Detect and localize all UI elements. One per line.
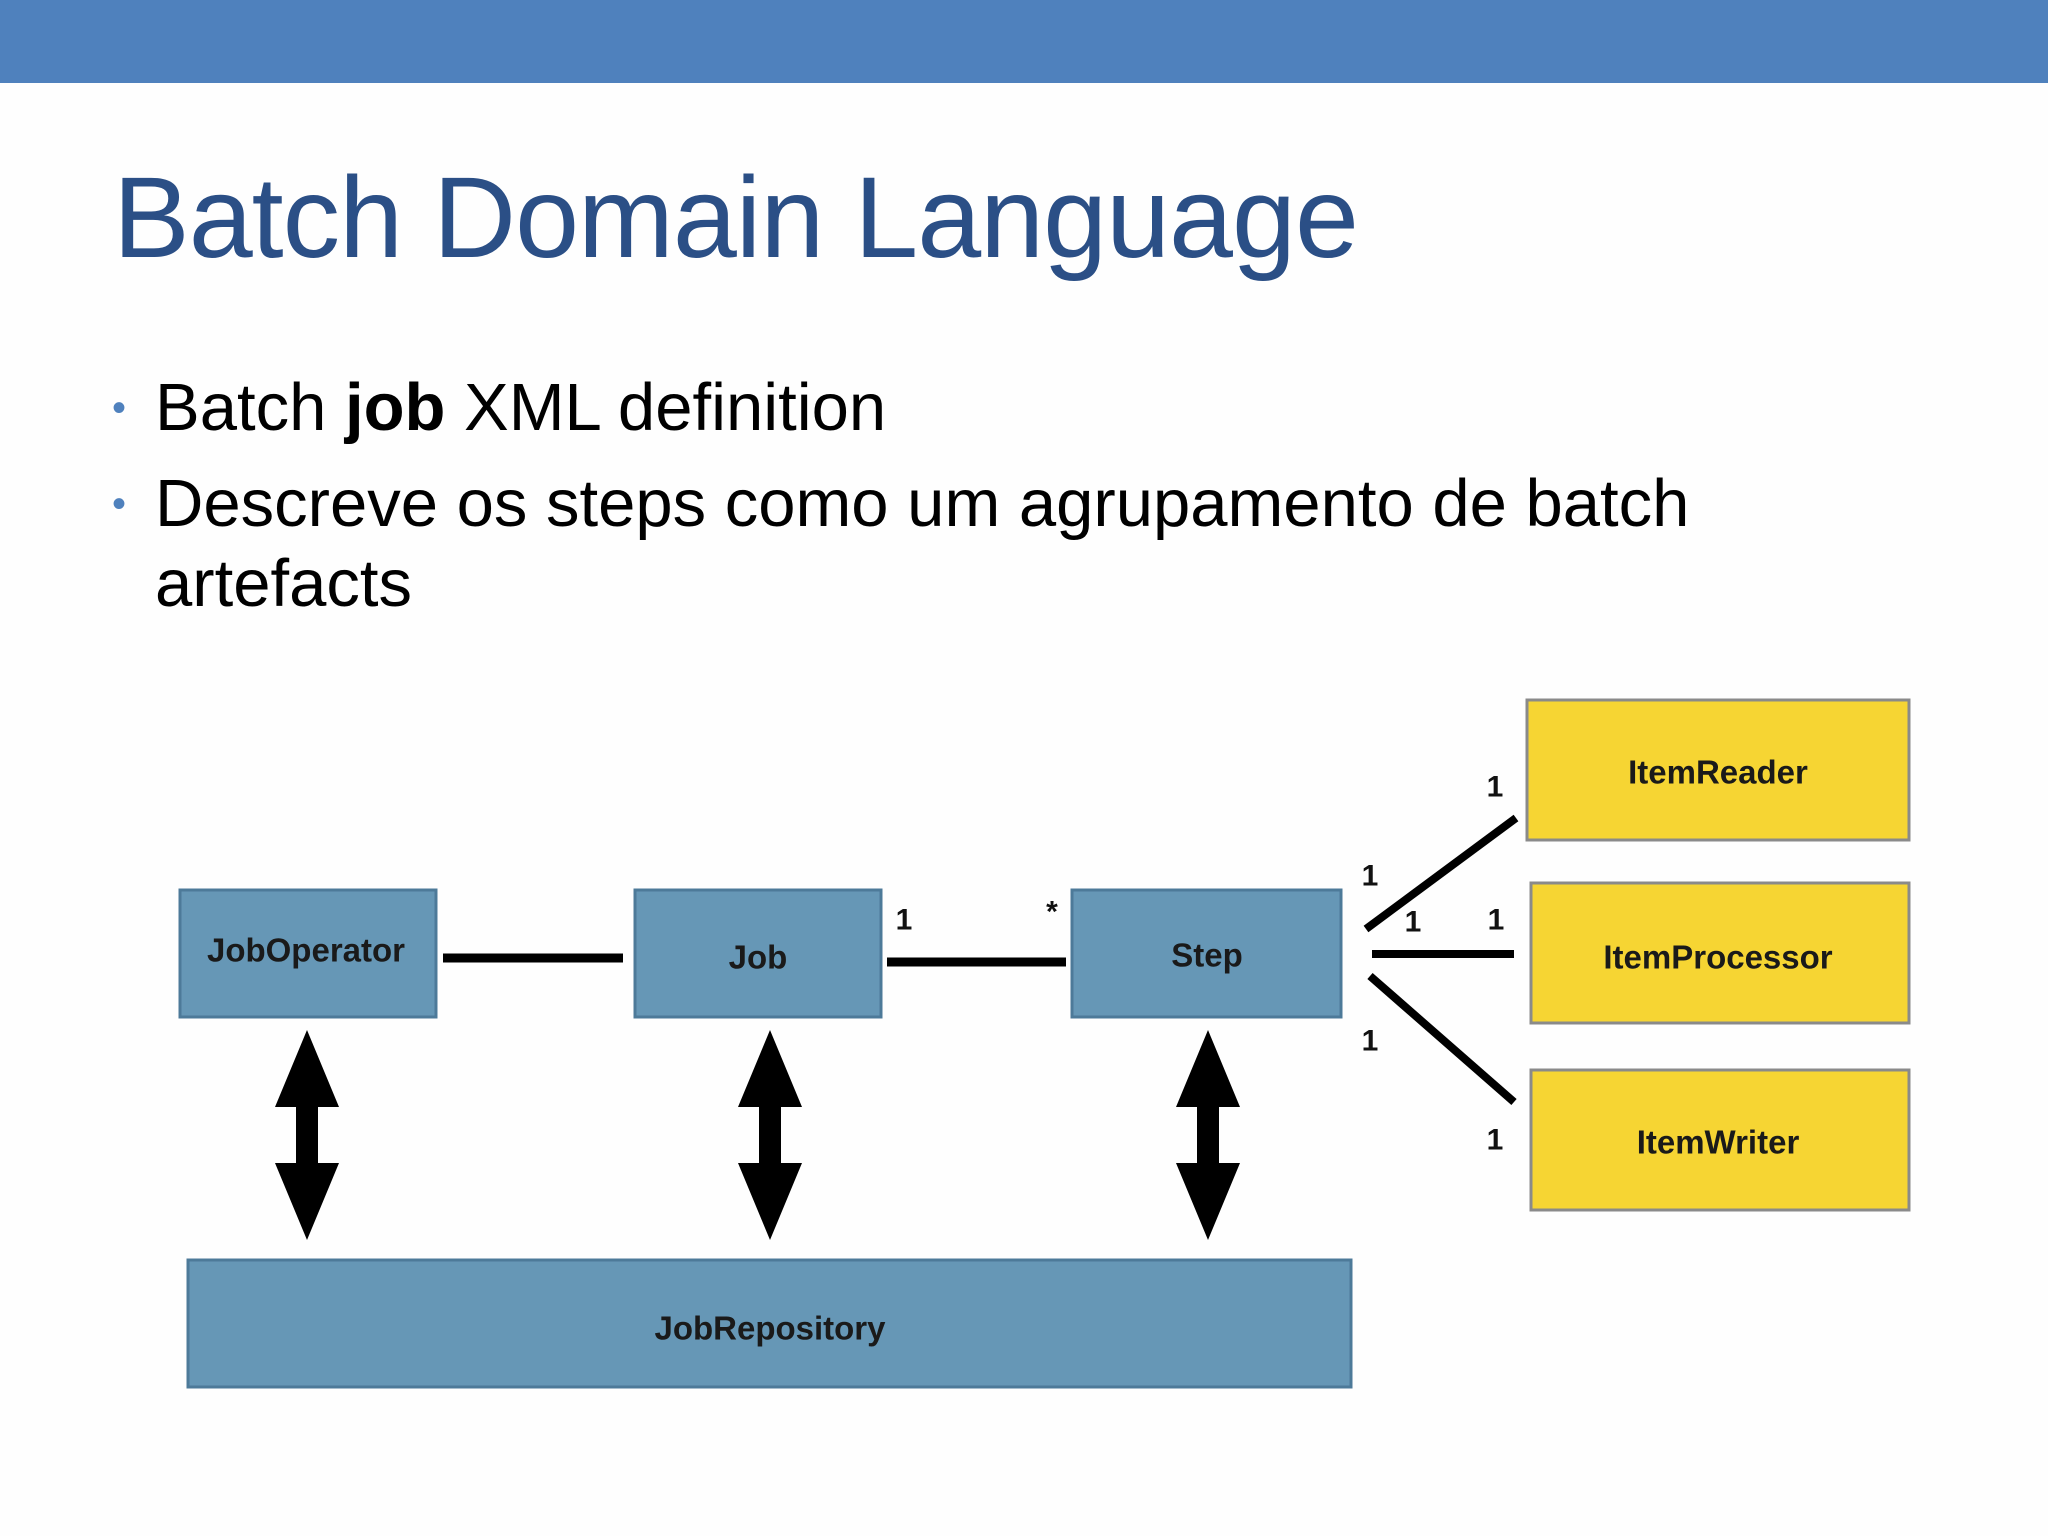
bullet-bold-text: job [344,370,446,445]
node-job-operator-label: JobOperator [207,932,405,969]
bullet-item: • Descreve os steps como um agrupamento … [110,464,1810,624]
node-item-reader-label: ItemReader [1628,754,1808,791]
node-job-label: Job [729,939,788,976]
node-step-label: Step [1171,937,1243,974]
multiplicity-label: 1 [896,904,913,937]
node-item-writer: ItemWriter [1529,1068,1911,1212]
top-accent-bar [0,0,2048,83]
node-item-processor-label: ItemProcessor [1603,939,1832,976]
node-job-repository: JobRepository [186,1258,1353,1389]
node-item-writer-label: ItemWriter [1637,1124,1800,1161]
multiplicity-label: 1 [1488,904,1505,937]
bullet-text: Descreve os steps como um agrupamento de… [155,466,1690,621]
node-job: Job [633,888,883,1019]
node-job-operator: JobOperator [178,888,438,1019]
bullet-item: • Batch job XML definition [110,368,1810,448]
multiplicity-label: 1 [1487,1124,1504,1157]
bullet-dot-icon: • [112,482,127,526]
bullet-list: • Batch job XML definition • Descreve os… [110,368,1810,640]
slide-title: Batch Domain Language [113,154,1359,282]
node-item-reader: ItemReader [1525,698,1911,842]
double-arrow-icon [738,1030,802,1240]
bullet-text: Batch [155,370,345,445]
node-step: Step [1070,888,1343,1019]
multiplicity-label: * [1046,896,1058,929]
multiplicity-label: 1 [1487,771,1504,804]
multiplicity-label: 1 [1405,906,1422,939]
double-arrow-icon [1176,1030,1240,1240]
connector-step-writer [1367,972,1517,1106]
double-arrow-icon [275,1030,339,1240]
node-job-repository-label: JobRepository [654,1310,886,1347]
node-item-processor: ItemProcessor [1529,881,1911,1025]
connector-step-reader [1363,814,1519,933]
bullet-dot-icon: • [112,386,127,430]
multiplicity-label: 1 [1362,1025,1379,1058]
bullet-text: XML definition [445,370,887,445]
multiplicity-label: 1 [1362,860,1379,893]
